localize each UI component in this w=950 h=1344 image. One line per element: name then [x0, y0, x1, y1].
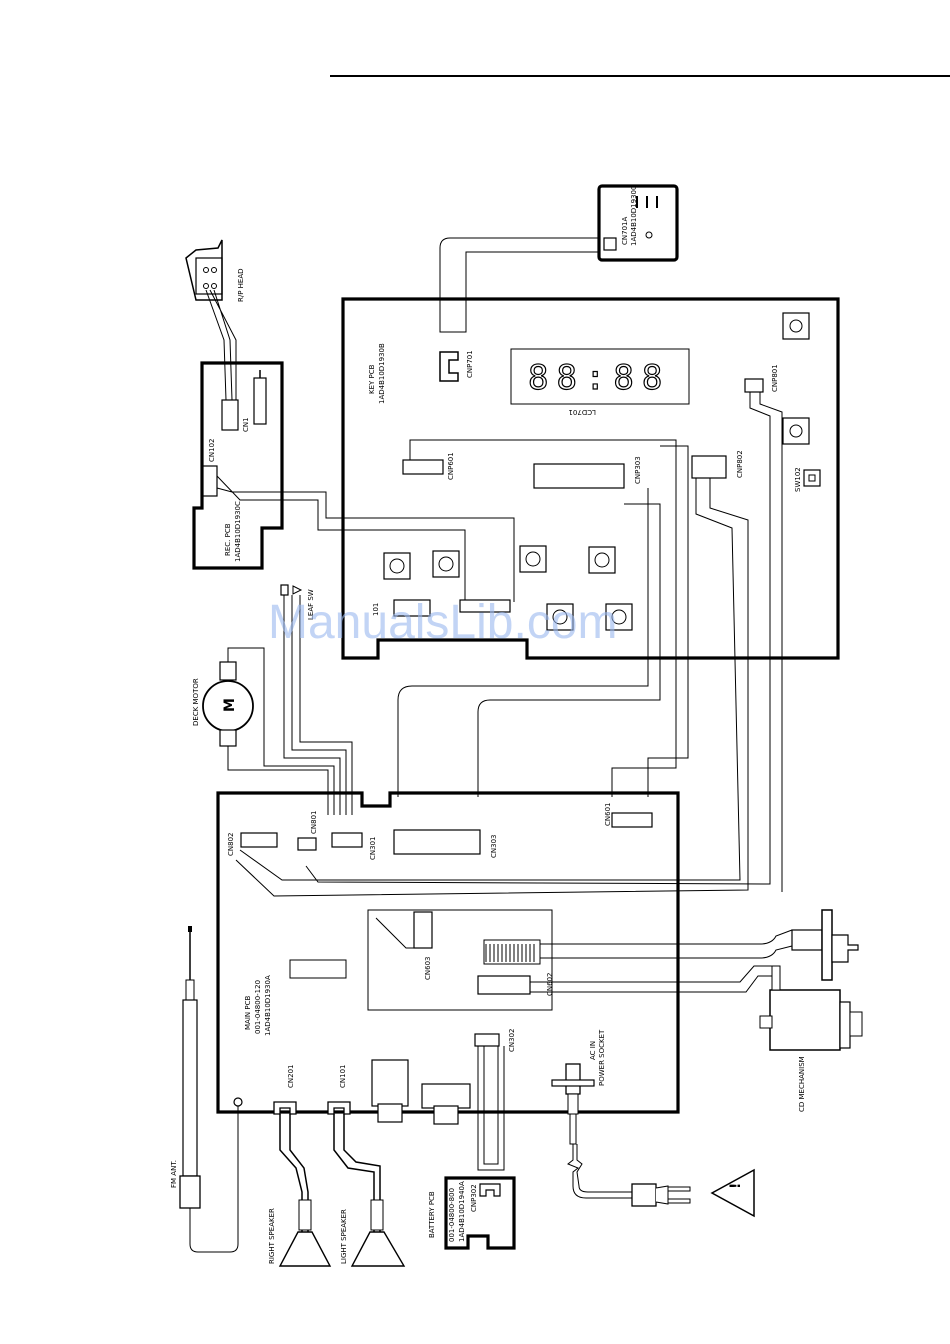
cn701a-pcb-label: 1AD4B10D19300 — [630, 186, 638, 246]
cnp801-label: CNP801 — [771, 364, 779, 392]
cn301-label: CN301 — [369, 837, 377, 861]
motor-wires — [227, 647, 335, 815]
key-pcb-label: KEY PCB — [368, 364, 376, 394]
cnp303-label: CNP303 — [634, 456, 642, 484]
lcd701-label: LCD701 — [568, 408, 596, 416]
main-pcb: CN802 CN801 CN301 CN303 CN601 CN603 CN60… — [216, 791, 680, 1125]
right-speaker-label: RIGHT SPEAKER — [268, 1208, 276, 1264]
leaf-sw-wires — [283, 595, 353, 815]
sw102-label: SW102 — [794, 467, 802, 492]
tact-switch — [383, 552, 411, 580]
cn701a-board: CN701A 1AD4B10D19300 — [597, 184, 679, 262]
power-socket-label: POWER SOCKET — [598, 1029, 606, 1086]
cn801-label: CN801 — [310, 811, 318, 835]
tact-switch — [605, 603, 633, 631]
tact-switch — [782, 417, 810, 445]
cnp802-label: CNP802 — [736, 450, 744, 478]
lcd701-display — [510, 348, 690, 405]
motor-m-symbol: M — [222, 698, 238, 712]
leaf-sw-label: LEAF SW — [307, 589, 315, 620]
cn1-label: CN1 — [242, 417, 250, 432]
ac-in-label: AC IN — [589, 1041, 597, 1060]
main-pcb-code-1: 001-04800-120 — [254, 980, 262, 1034]
warning-triangle: ! — [710, 1168, 755, 1218]
tact-switch — [519, 545, 547, 573]
cnp601-cable — [409, 439, 689, 797]
cn701a-label: CN701A — [621, 217, 629, 245]
cn201-label: CN201 — [287, 1065, 295, 1089]
cn101-label: CN101 — [339, 1065, 347, 1089]
watermark: ManualsLib.com — [268, 596, 618, 649]
battery-pcb-code-2: 1AD4B10D1940A — [458, 1181, 466, 1242]
deck-motor: M DECK MOTOR — [192, 661, 254, 747]
left-speaker: LIGHT SPEAKER — [333, 1114, 406, 1267]
fm-antenna: FM ANT. — [170, 926, 239, 1253]
key-pcb-code: 1AD4B10D1930B — [378, 343, 386, 404]
key-pcb: KEY PCB 1AD4B10D1930B CNP701 88:88 LCD70… — [341, 297, 840, 660]
sw102-switch — [803, 469, 821, 487]
cnp802-cable — [235, 478, 749, 897]
ac-power-socket: AC IN POWER SOCKET — [551, 1029, 691, 1207]
lcd-flex-cable — [439, 237, 600, 333]
battery-pcb-code-1: 001-04800-800 — [448, 1188, 456, 1242]
tact-switch — [588, 546, 616, 574]
cn602-label: CN602 — [546, 973, 554, 997]
right-speaker: RIGHT SPEAKER — [268, 1114, 332, 1267]
deck-motor-label: DECK MOTOR — [192, 678, 200, 726]
cn603-label: CN603 — [424, 957, 432, 981]
cnp302-label: CNP302 — [470, 1184, 478, 1212]
battery-pcb-label: BATTERY PCB — [428, 1191, 436, 1238]
battery-pcb: CNP302 BATTERY PCB 001-04800-800 1AD4B10… — [428, 1046, 516, 1250]
cnp303-cable — [397, 488, 661, 797]
cnp701-label: CNP701 — [466, 350, 474, 378]
cd-mechanism-label: CD MECHANISM — [798, 1056, 806, 1112]
rec-pcb: CN1 CN102 REC. PCB 1AD4B10D1930C — [192, 361, 284, 570]
left-speaker-label: LIGHT SPEAKER — [340, 1209, 348, 1264]
main-pcb-code-2: 1AD4B10D1930A — [264, 975, 272, 1036]
cn303-label: CN303 — [490, 835, 498, 859]
rp-head-wires — [205, 289, 237, 401]
cn802-label: CN802 — [227, 833, 235, 857]
tact-switch — [432, 550, 460, 578]
cn601-label: CN601 — [604, 803, 612, 827]
sw101-label: 101 — [372, 603, 380, 616]
fm-ant-label: FM ANT. — [170, 1160, 178, 1188]
rp-head-label: R/P HEAD — [237, 268, 245, 302]
tact-switch — [782, 312, 810, 340]
tact-switch — [546, 603, 574, 631]
cd-mechanism: CD MECHANISM — [530, 909, 863, 1112]
rec-pcb-code: 1AD4B10D1930C — [234, 501, 242, 562]
cn302-label: CN302 — [508, 1029, 516, 1053]
cn102-label: CN102 — [208, 439, 216, 463]
lcd701-digits: 88:88 — [528, 358, 670, 398]
cnp601-label: CNP601 — [447, 452, 455, 480]
main-pcb-label: MAIN PCB — [244, 996, 252, 1030]
rp-head: R/P HEAD — [185, 239, 245, 302]
rec-pcb-label: REC. PCB — [224, 523, 232, 556]
cnp801-cable — [305, 392, 783, 892]
warning-mark: ! — [728, 1183, 744, 1189]
